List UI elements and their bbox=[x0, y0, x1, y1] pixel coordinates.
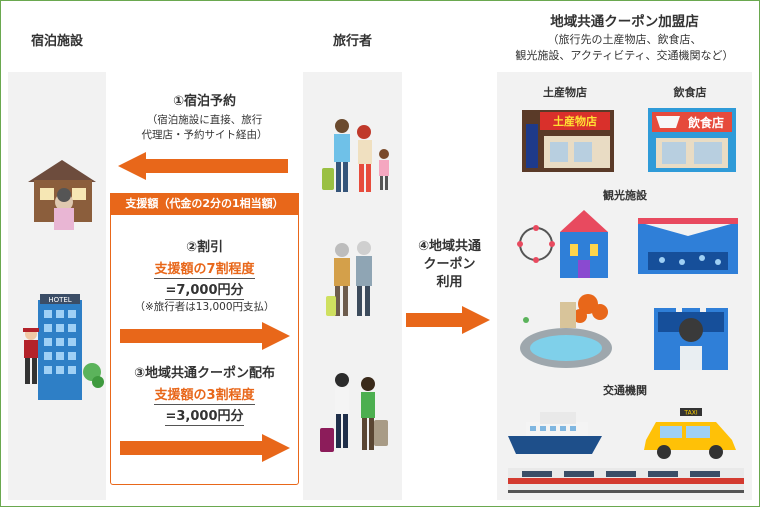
family-travelers-icon bbox=[322, 119, 389, 192]
ryokan-house-icon bbox=[28, 160, 96, 230]
step4-block: ④地域共通 クーポン 利用 bbox=[402, 238, 497, 292]
restaurant-icon: 飲食店 bbox=[648, 108, 736, 172]
young-travelers-icon bbox=[320, 373, 388, 452]
step2-highlight: 支援額の7割程度 bbox=[154, 262, 255, 279]
step4-line2: クーポン bbox=[423, 257, 476, 272]
step4-line3: 利用 bbox=[436, 275, 463, 290]
lodging-column bbox=[8, 72, 106, 500]
lodging-header: 宿泊施設 bbox=[30, 34, 83, 49]
step2-amount: =7,000円分 bbox=[165, 283, 244, 300]
step2-block: ②割引 支援額の7割程度 =7,000円分 （※旅行者は13,000円支払） bbox=[112, 236, 297, 315]
arrow-left-icon bbox=[118, 152, 288, 180]
souvenir-sign: 土産物店 bbox=[553, 114, 597, 128]
step1-note-2: 代理店・予約サイト経由） bbox=[141, 129, 268, 141]
step2-title: ②割引 bbox=[185, 240, 223, 255]
step3-highlight: 支援額の3割程度 bbox=[154, 388, 255, 405]
hotel-sign: HOTEL bbox=[48, 296, 71, 304]
step1-note-1: （宿泊施設に直接、旅行 bbox=[146, 114, 263, 126]
member-stores-header: 地域共通クーポン加盟店 bbox=[550, 14, 699, 30]
arrow-right-icon bbox=[120, 434, 290, 462]
step3-title: ③地域共通クーポン配布 bbox=[133, 366, 275, 381]
traveler-header: 旅行者 bbox=[332, 34, 372, 49]
step1-title: ①宿泊予約 bbox=[172, 94, 236, 109]
step3-amount: =3,000円分 bbox=[165, 409, 244, 426]
member-stores-note-1: （旅行先の土産物店、飲食店、 bbox=[547, 33, 702, 46]
arrow-right-icon bbox=[406, 306, 490, 334]
step1-block: ①宿泊予約 （宿泊施設に直接、旅行 代理店・予約サイト経由） bbox=[112, 90, 297, 143]
restaurant-sign: 飲食店 bbox=[687, 115, 724, 130]
souvenir-shop-icon: 土産物店 bbox=[522, 110, 614, 172]
aquarium-icon bbox=[638, 218, 738, 274]
category-transport-label: 交通機関 bbox=[603, 384, 647, 397]
train-icon bbox=[508, 468, 744, 493]
taxi-icon: TAXI bbox=[644, 408, 736, 459]
step4-line1: ④地域共通 bbox=[417, 239, 481, 254]
step2-note: （※旅行者は13,000円支払） bbox=[134, 301, 275, 313]
hotel-building-icon: HOTEL bbox=[23, 294, 104, 400]
step3-block: ③地域共通クーポン配布 支援額の3割程度 =3,000円分 bbox=[112, 362, 297, 426]
hot-spring-icon bbox=[520, 294, 612, 368]
ferry-ship-icon bbox=[508, 412, 602, 454]
category-souvenir-label: 土産物店 bbox=[543, 86, 587, 99]
arrow-right-icon bbox=[120, 322, 290, 350]
bowling-center-icon bbox=[654, 298, 728, 370]
member-stores-note-2: 観光施設、アクティビティ、交通機関など） bbox=[515, 49, 734, 62]
taxi-sign: TAXI bbox=[683, 410, 697, 417]
category-tourism-label: 観光施設 bbox=[603, 189, 647, 202]
amusement-park-icon bbox=[517, 210, 608, 278]
support-title: 支援額（代金の2分の1相当額） bbox=[110, 193, 299, 215]
senior-couple-icon bbox=[326, 241, 372, 316]
category-restaurant-label: 飲食店 bbox=[673, 86, 707, 99]
